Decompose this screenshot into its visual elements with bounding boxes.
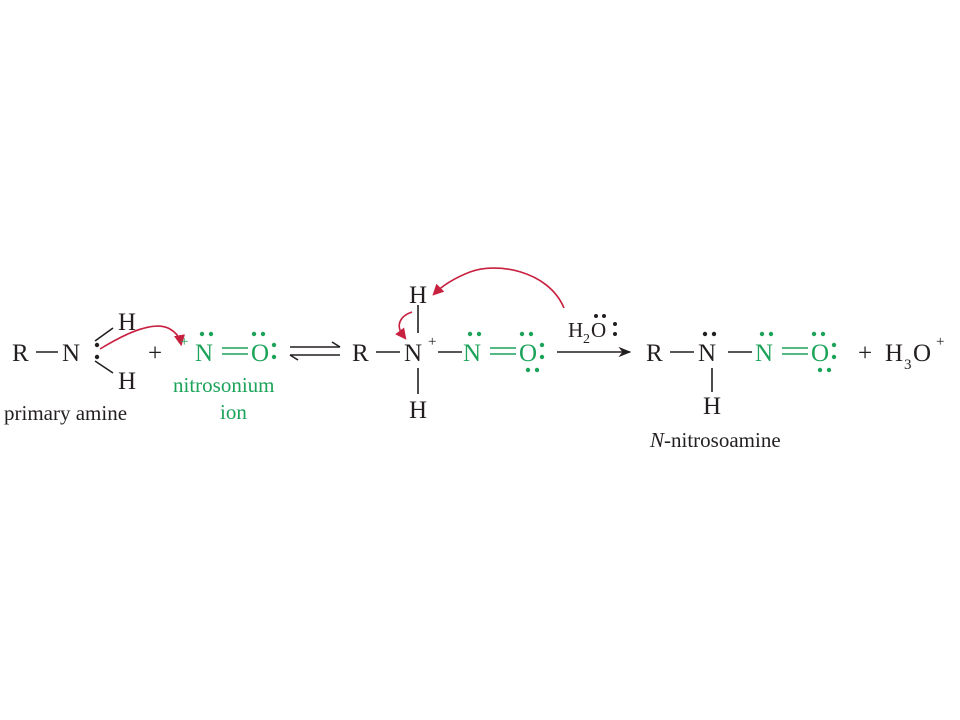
product-nitroso-group: N O <box>755 331 837 373</box>
nitrosonium-o-lone-pair <box>251 331 257 337</box>
amine-h-atom: H <box>118 309 136 336</box>
nitrosonium-o-lone-pair <box>260 331 266 337</box>
intermediate-n-atom: N <box>404 340 422 367</box>
amine-lone-pair <box>94 354 100 360</box>
electron-push-arrow <box>99 325 186 350</box>
intermediate-nitroso-group: N O <box>463 331 545 373</box>
amine-r-atom: R <box>12 340 29 367</box>
nitrosonium-n-lone-pair <box>208 331 214 337</box>
electron-push-arrow <box>432 267 565 309</box>
nitrosonium-o-lone-pair <box>271 354 277 360</box>
amine-n-h-bond <box>94 327 114 342</box>
nitrosonium-label-line2: ion <box>220 400 247 424</box>
water-h-atom: H <box>568 318 583 342</box>
nitrosonium-n-atom: N <box>195 340 213 367</box>
product-structure: R N H <box>646 331 752 420</box>
primary-amine-label: primary amine <box>4 401 127 425</box>
intermediate-h-atom: H <box>409 397 427 424</box>
intermediate-h-atom: H <box>409 282 427 309</box>
equilibrium-arrow <box>289 341 341 361</box>
amine-n-h-bond <box>94 360 114 374</box>
electron-push-arrow <box>395 311 413 340</box>
hydronium-subscript: 3 <box>904 357 912 373</box>
water-reagent: H 2 O <box>568 314 617 347</box>
nitrosonium-label-line1: nitrosonium <box>173 373 275 397</box>
hydronium-ion: H 3 O + <box>885 334 944 373</box>
nitrosonium-charge: + <box>180 334 188 350</box>
intermediate-structure: R N + H H <box>352 282 462 424</box>
product-nitroso-n-atom: N <box>755 340 773 367</box>
intermediate-nitroso-n-atom: N <box>463 340 481 367</box>
hydronium-h-atom: H <box>885 340 903 367</box>
primary-amine-structure: R N H H <box>12 309 136 395</box>
water-subscript: 2 <box>583 332 590 347</box>
intermediate-nitroso-o-atom: O <box>519 340 537 367</box>
nitrosonium-o-lone-pair <box>271 342 277 348</box>
product-r-atom: R <box>646 340 663 367</box>
product-label: N-nitrosoamine <box>649 428 781 452</box>
intermediate-charge: + <box>428 334 436 350</box>
product-n-atom: N <box>698 340 716 367</box>
product-h-atom: H <box>703 393 721 420</box>
plus-sign: + <box>858 340 872 367</box>
nitrosonium-ion-structure: + N O <box>180 331 277 367</box>
product-label-rest: -nitrosoamine <box>664 428 781 452</box>
plus-sign: + <box>148 340 162 367</box>
product-label-italic: N <box>649 428 665 452</box>
amine-n-atom: N <box>62 340 80 367</box>
hydronium-o-atom: O <box>913 340 931 367</box>
intermediate-r-atom: R <box>352 340 369 367</box>
amine-h-atom: H <box>118 368 136 395</box>
nitrosonium-o-atom: O <box>251 340 269 367</box>
water-o-atom: O <box>591 318 606 342</box>
amine-lone-pair <box>94 342 100 348</box>
hydronium-charge: + <box>936 334 944 350</box>
nitrosonium-n-lone-pair <box>199 331 205 337</box>
product-nitroso-o-atom: O <box>811 340 829 367</box>
